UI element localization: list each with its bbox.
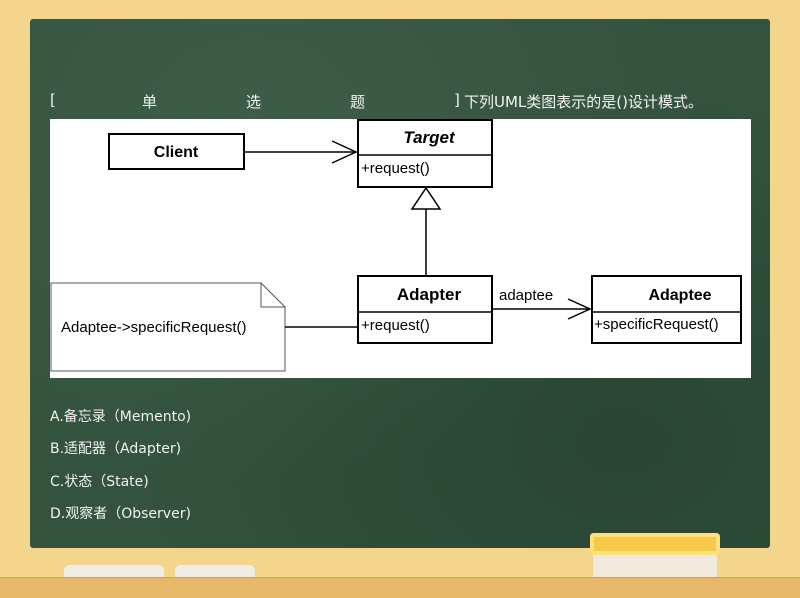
option-c[interactable]: C.状态（State) xyxy=(50,474,149,490)
question-type-char: 题 xyxy=(350,93,366,111)
adapter-class-box xyxy=(357,275,493,344)
board-eraser xyxy=(590,533,720,577)
note-folded-corner xyxy=(260,283,285,308)
chalk-stick xyxy=(175,565,255,577)
uml-class-diagram: Client Target +request() Adapter +reques… xyxy=(50,119,751,378)
question-bracket-open: [ xyxy=(50,91,56,109)
adaptee-method: +specificRequest() xyxy=(594,316,719,333)
generalization-triangle xyxy=(410,186,442,210)
adapter-method: +request() xyxy=(361,317,430,334)
note-shape xyxy=(50,282,286,372)
option-b[interactable]: B.适配器（Adapter) xyxy=(50,441,182,457)
association-arrowhead xyxy=(331,140,358,164)
adaptee-class-box xyxy=(591,275,742,344)
association-label: adaptee xyxy=(499,287,553,304)
target-class-name: Target xyxy=(403,128,456,147)
adaptee-class-name: Adaptee xyxy=(648,287,711,304)
eraser-felt xyxy=(593,555,717,577)
uml-diagram-canvas: Client Target +request() Adapter +reques… xyxy=(50,119,742,372)
eraser-top xyxy=(590,533,720,555)
target-method: +request() xyxy=(361,160,430,177)
question-type-char: 选 xyxy=(246,93,262,111)
client-class-name: Client xyxy=(154,144,199,161)
association-arrowhead xyxy=(567,298,592,320)
option-a[interactable]: A.备忘录（Memento) xyxy=(50,409,192,425)
note-text: Adaptee->specificRequest() xyxy=(61,319,247,336)
question-bracket-close: ] xyxy=(454,91,460,109)
target-class-box xyxy=(357,119,493,188)
chalk-tray xyxy=(0,577,800,598)
adapter-class-name: Adapter xyxy=(397,285,462,304)
question-stem: [ 单 选 题 ] 下列UML类图表示的是()设计模式。 xyxy=(50,91,755,113)
chalk-stick xyxy=(64,565,164,577)
question-type-char: 单 xyxy=(142,93,158,111)
option-d[interactable]: D.观察者（Observer) xyxy=(50,506,191,522)
question-text: 下列UML类图表示的是()设计模式。 xyxy=(464,93,703,111)
